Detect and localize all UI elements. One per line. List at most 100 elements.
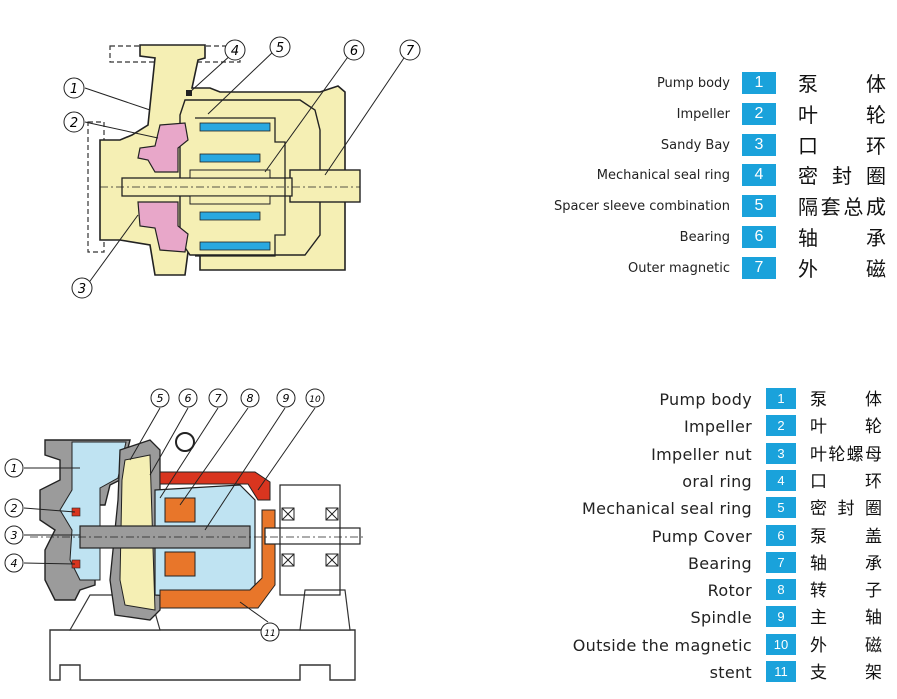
legend-row: Bearing 6 轴承 [540, 226, 890, 250]
legend-chinese-label: 支架 [810, 663, 882, 683]
legend-english-label: Sandy Bay [660, 137, 730, 153]
legend-english-label-wrap: Outer magnetic [540, 259, 730, 279]
spacer-sleeve [195, 117, 286, 257]
legend-english-label: Mechanical seal ring [596, 168, 730, 184]
legend-chinese-label: 轴承 [810, 553, 882, 574]
top-callout-5: 5 [269, 36, 291, 58]
legend-english-label: Rotor [707, 581, 752, 601]
legend-english-label-wrap: Bearing [560, 553, 752, 575]
top-callout-2: 2 [63, 111, 85, 133]
legend-number-badge: 8 [766, 579, 796, 601]
legend-english-label-wrap: Mechanical seal ring [540, 166, 730, 186]
svg-text:1: 1 [11, 462, 18, 475]
legend-english-label: Impeller [676, 106, 730, 122]
svg-text:2: 2 [70, 116, 78, 131]
svg-text:1: 1 [70, 82, 78, 97]
legend-chinese-label: 密封圈 [810, 499, 882, 520]
legend-english-label-wrap: Rotor [560, 580, 752, 602]
legend-english-label-wrap: Impeller nut [560, 444, 752, 466]
bottom-pump-cross-section-diagram: 1 2 3 4 5 6 7 8 9 10 11 [4, 388, 365, 681]
legend-english-label-wrap: Sandy Bay [540, 136, 730, 156]
bottom-callout-9: 9 [276, 388, 296, 408]
bottom-callout-8: 8 [240, 388, 260, 408]
legend-english-label: Outer magnetic [627, 260, 730, 276]
legend-row: oral ring 4 口环 [560, 469, 890, 494]
top-callout-4: 4 [224, 39, 246, 61]
svg-text:6: 6 [185, 392, 192, 405]
legend-chinese-label: 泵盖 [810, 526, 882, 547]
bottom-callout-5: 5 [150, 388, 170, 408]
top-pump-cross-section-diagram: 1 2 3 4 5 6 7 [63, 36, 421, 299]
legend-row: Impeller nut 3 叶轮螺母 [560, 442, 890, 467]
bottom-callout-11: 11 [260, 622, 280, 642]
outer-magnet-orange [159, 509, 276, 609]
svg-text:7: 7 [215, 392, 222, 405]
lifting-eye [175, 432, 195, 452]
legend-row: Spacer sleeve combination 5 隔套总成 [540, 195, 890, 219]
legend-english-label-wrap: Impeller [560, 416, 752, 438]
bearing-lower [189, 195, 271, 205]
bottom-callout-2: 2 [4, 498, 24, 518]
pump-stand-base [49, 629, 356, 681]
legend-english-label: Bearing [687, 553, 752, 573]
legend-chinese-label: 隔套总成 [798, 195, 886, 220]
legend-number-badge: 4 [766, 469, 796, 491]
svg-text:6: 6 [350, 44, 358, 59]
legend-english-label: stent [709, 663, 752, 682]
legend-chinese-label: 口环 [810, 471, 882, 492]
legend-number-badge: 3 [766, 442, 796, 464]
legend-number-badge: 2 [766, 415, 796, 437]
legend-english-label: Bearing [679, 230, 730, 245]
legend-english-label: Pump body [659, 390, 752, 409]
legend-english-label: Impeller [683, 417, 752, 437]
legend-english-label: Spacer sleeve combination [553, 199, 730, 215]
legend-number-badge: 5 [766, 497, 796, 519]
legend-english-label: Pump body [656, 76, 730, 91]
legend-number-badge: 6 [742, 226, 776, 248]
top-callout-3: 3 [71, 277, 93, 299]
svg-text:11: 11 [264, 629, 275, 639]
legend-english-label-wrap: Pump body [560, 389, 752, 411]
inner-magnet-upper [199, 122, 271, 132]
legend-chinese-label: 外磁 [810, 635, 882, 656]
legend-number-badge: 7 [742, 256, 776, 279]
legend-chinese-label: 叶轮 [798, 102, 886, 127]
svg-text:4: 4 [11, 557, 18, 570]
top-callouts [84, 49, 409, 289]
legend-english-label-wrap: Outside the magnetic [560, 635, 752, 657]
bottom-callout-1: 1 [4, 458, 24, 478]
rotor-lower [164, 551, 196, 577]
legend-chinese-label: 主轴 [810, 608, 882, 629]
legend-row: Spindle 9 主轴 [560, 606, 890, 630]
top-callout-7: 7 [399, 39, 421, 61]
legend-english-label-wrap: Spindle [560, 607, 752, 629]
legend-number-badge: 2 [742, 102, 776, 125]
legend-english-label: Pump Cover [651, 526, 752, 546]
legend-english-label-wrap: Pump body [540, 74, 730, 94]
legend-chinese-label: 轴承 [798, 226, 886, 250]
bearing [189, 169, 271, 179]
impeller-lower [137, 201, 189, 253]
legend-english-label-wrap: oral ring [560, 471, 752, 493]
legend-row: Impeller 2 叶轮 [540, 102, 890, 127]
bearing-x-marks [281, 507, 339, 567]
legend-number-badge: 1 [766, 388, 796, 409]
seal-ring-mark [186, 90, 192, 96]
legend-english-label-wrap: Pump Cover [560, 526, 752, 548]
legend-number-badge: 5 [742, 195, 776, 218]
legend-chinese-label: 叶轮螺母 [810, 444, 882, 465]
legend-english-label-wrap: Bearing [540, 228, 730, 248]
legend-english-label-wrap: Spacer sleeve combination [540, 197, 730, 217]
legend-number-badge: 9 [766, 606, 796, 628]
svg-text:3: 3 [78, 282, 86, 297]
